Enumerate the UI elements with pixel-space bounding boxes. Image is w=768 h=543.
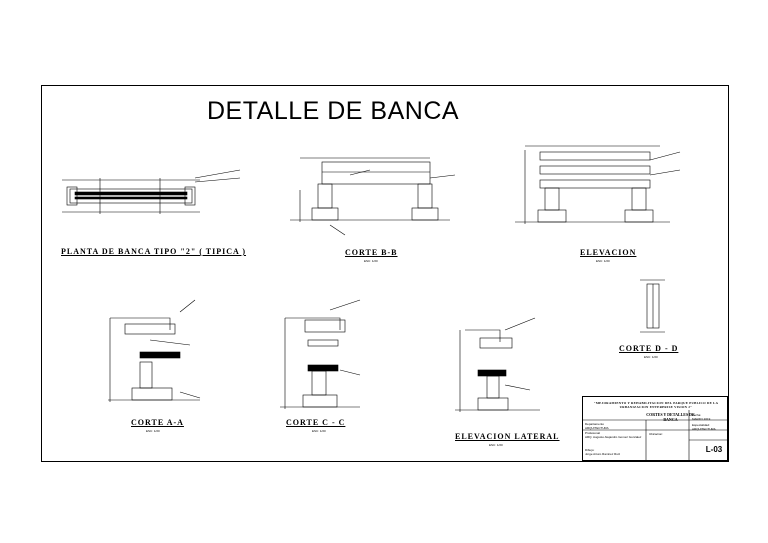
- title-block-sheet-title: CORTES Y DETALLES DE BANCA: [646, 412, 695, 422]
- elevacion-drawing: [515, 145, 681, 224]
- scale-corte-aa: ESC: 1/20: [146, 429, 160, 433]
- corte-cc-drawing: [280, 299, 361, 409]
- sheet-title: DETALLE DE BANCA: [207, 97, 460, 125]
- tb-left-row-2: Profesional: [585, 431, 601, 435]
- label-corte-cc: CORTE C - C: [286, 418, 346, 427]
- tb-right-row-0: Fecha:: [692, 413, 702, 417]
- corte-dd-drawing: [640, 279, 665, 333]
- tb-left-row-4: Dibujo:: [585, 448, 595, 452]
- tb-left-row-5: Jorge Arturo Ramirez Ruiz: [585, 452, 621, 456]
- tb-left-row-1: ARQUITECTURA: [585, 425, 609, 430]
- title-block-project: "MEJORAMIENTO Y REHABILITACION DEL PARQU…: [593, 401, 719, 409]
- label-planta: PLANTA DE BANCA TIPO "2" ( TIPICA ): [61, 247, 247, 256]
- tb-left-row-3: ARQ. Augusto Alejandro Gomez Gonzalez: [585, 434, 642, 439]
- tb-left-row-0: Departamento: [585, 422, 605, 426]
- label-elevacion: ELEVACION: [580, 248, 637, 257]
- label-corte-bb: CORTE B-B: [345, 248, 398, 257]
- tb-right-row-1: MARZO 2019: [692, 416, 711, 421]
- scale-corte-bb: ESC: 1/20: [364, 259, 378, 263]
- label-corte-aa: CORTE A-A: [131, 418, 184, 427]
- title-block: "MEJORAMIENTO Y REHABILITACION DEL PARQU…: [582, 396, 728, 461]
- planta-drawing: [62, 169, 241, 214]
- tb-right-row-2: Especialidad:: [692, 423, 710, 427]
- scale-corte-cc: ESC: 1/20: [312, 429, 326, 433]
- tb-right-row-4: Ubicacion:: [649, 432, 664, 436]
- scale-elevacion-lateral: ESC: 1/20: [489, 443, 503, 447]
- title-block-lines: [582, 410, 728, 461]
- elevacion-lateral-drawing: [455, 317, 540, 412]
- label-corte-dd: CORTE D - D: [619, 344, 679, 353]
- tb-right-row-3: ARQUITECTURA: [692, 426, 716, 431]
- scale-elevacion: ESC: 1/20: [596, 259, 610, 263]
- drawing-sheet-border: [41, 85, 729, 462]
- sheet-code: L-03: [705, 445, 723, 454]
- corte-aa-drawing: [108, 299, 201, 402]
- label-elevacion-lateral: ELEVACION LATERAL: [455, 432, 560, 441]
- scale-corte-dd: ESC: 1/20: [644, 355, 658, 359]
- corte-bb-drawing: [290, 157, 456, 236]
